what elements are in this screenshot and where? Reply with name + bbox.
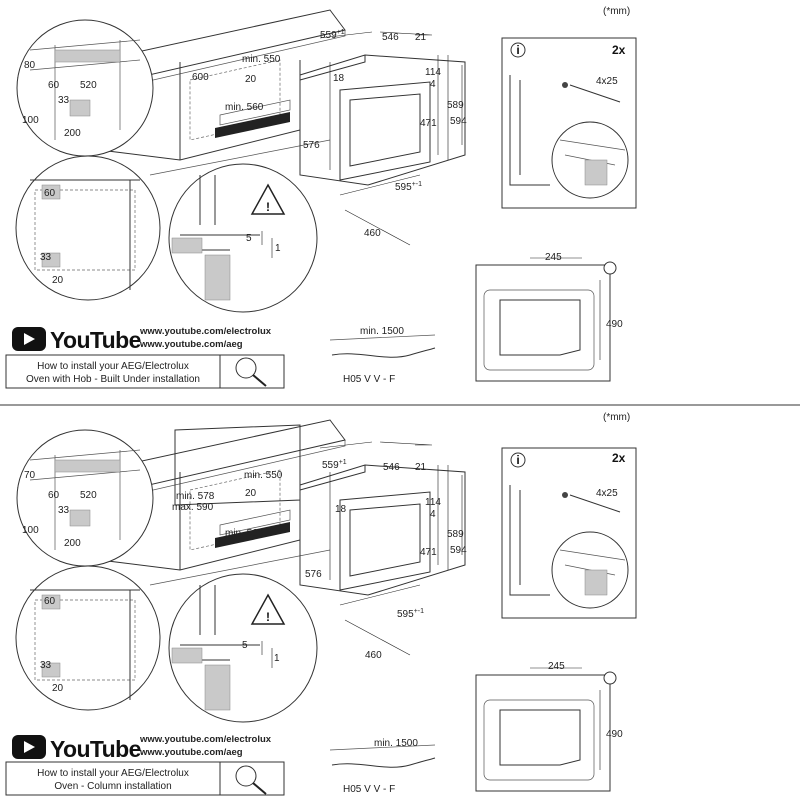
detail-20: 20 [52,275,64,286]
youtube-url-aeg[interactable]: www.youtube.com/aeg [139,747,243,758]
detail-33: 33 [40,252,52,263]
dim-70: 70 [24,470,36,481]
oven-114: 114 [425,67,441,78]
oven-18: 18 [333,73,345,84]
section-5: 5 [242,640,248,651]
oven-460: 460 [365,650,382,661]
info-count: 2x [612,451,626,465]
youtube-caption-box [5,354,285,389]
youtube-caption-line-2: Oven - Column installation [54,781,171,792]
oven-589: 589 [447,529,464,540]
youtube-caption-line-1: How to install your AEG/Electrolux [37,768,189,779]
dim-80: 80 [24,60,36,71]
oven-546: 546 [382,32,399,43]
search-icon[interactable] [235,765,267,795]
cable-type: H05 V V - F [343,784,395,795]
youtube-caption-box [5,761,285,796]
info-screw: 4x25 [596,488,618,499]
dim-200: 200 [64,128,81,139]
dim-min-578: min. 578 [176,491,215,502]
cable-length: min. 1500 [360,326,404,337]
dim-min-550: min. 550 [242,54,281,65]
search-icon[interactable] [235,357,267,387]
dim-min-550: min. 550 [244,470,283,481]
oven-576: 576 [303,140,320,151]
dim-max-590: max. 590 [172,502,214,513]
detail-33: 33 [40,660,52,671]
column-labels: 70 60 520 33 100 200 min. 578 max. 590 m… [5,424,626,796]
youtube-logo-text: YouTube [50,736,141,762]
oven-114: 114 [425,497,441,508]
oven-546: 546 [383,462,400,473]
dim-60: 60 [48,80,60,91]
oven-589: 589 [447,100,464,111]
dim-20: 20 [245,74,257,85]
dim-200: 200 [64,538,81,549]
oven-21: 21 [415,462,427,473]
front-490: 490 [606,319,623,330]
section-built-under [15,9,637,382]
front-490: 490 [606,729,623,740]
oven-559: 559+1 [320,29,345,41]
built-under-labels: 80 60 520 33 100 200 600 min. 550 20 min… [5,29,626,389]
oven-471: 471 [420,118,437,129]
oven-18: 18 [335,504,347,515]
oven-4: 4 [430,509,436,520]
dim-33: 33 [58,505,70,516]
oven-595: 595+-1 [395,181,422,193]
dim-33: 33 [58,95,70,106]
dim-520: 520 [80,490,97,501]
oven-576: 576 [305,569,322,580]
section-1: 1 [274,653,280,664]
oven-21: 21 [415,32,427,43]
oven-471: 471 [420,547,437,558]
oven-594: 594 [450,545,467,556]
youtube-url-aeg[interactable]: www.youtube.com/aeg [139,339,243,350]
youtube-url-electrolux[interactable]: www.youtube.com/electrolux [139,734,272,745]
front-245: 245 [548,661,565,672]
dim-100: 100 [22,115,39,126]
column-cabinet-outline [174,424,301,506]
info-count: 2x [612,43,626,57]
dim-min-560: min. 560 [225,528,264,539]
dim-20: 20 [245,488,257,499]
youtube-block: YouTube www.youtube.com/electrolux www.y… [5,734,285,796]
dim-520: 520 [80,80,97,91]
youtube-caption-line-1: How to install your AEG/Electrolux [37,361,189,372]
youtube-url-electrolux[interactable]: www.youtube.com/electrolux [139,326,272,337]
oven-595: 595+-1 [397,608,424,620]
oven-4: 4 [430,79,436,90]
dim-600: 600 [192,72,209,83]
dim-60: 60 [48,490,60,501]
detail-60: 60 [44,596,56,607]
oven-559: 559+1 [322,459,347,471]
unit-note-bottom: (*mm) [603,412,630,423]
cable-length: min. 1500 [374,738,418,749]
detail-60: 60 [44,188,56,199]
front-245: 245 [545,252,562,263]
detail-20: 20 [52,683,64,694]
dim-min-560: min. 560 [225,102,264,113]
section-5: 5 [246,233,252,244]
youtube-logo-text: YouTube [50,327,141,353]
youtube-block: YouTube www.youtube.com/electrolux www.y… [5,326,285,389]
oven-460: 460 [364,228,381,239]
cable-type: H05 V V - F [343,374,395,385]
oven-594: 594 [450,116,467,127]
dim-100: 100 [22,525,39,536]
section-1: 1 [275,243,281,254]
info-screw: 4x25 [596,76,618,87]
youtube-caption-line-2: Oven with Hob - Built Under installation [26,374,200,385]
unit-note-top: (*mm) [603,6,630,17]
